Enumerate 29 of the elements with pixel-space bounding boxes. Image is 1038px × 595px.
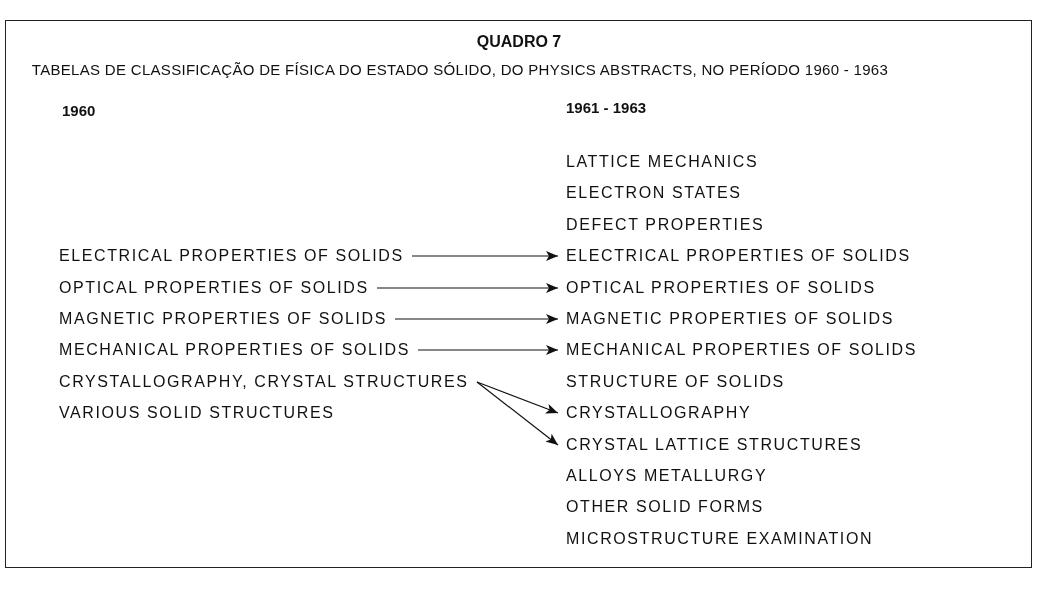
- list-item: STRUCTURE OF SOLIDS: [566, 371, 785, 392]
- subtitle: TABELAS DE CLASSIFICAÇÃO DE FÍSICA DO ESTADO SÓLIDO, DO PHYSICS ABSTRACTS, NO PERÍODO 1960 - 1963: [30, 60, 890, 80]
- list-item: VARIOUS SOLID STRUCTURES: [59, 403, 335, 424]
- arrow: [417, 345, 559, 355]
- list-item: OTHER SOLID FORMS: [566, 497, 764, 518]
- list-item: ALLOYS METALLURGY: [566, 466, 768, 486]
- list-item: OPTICAL PROPERTIES OF SOLIDS: [566, 277, 876, 298]
- list-item: MECHANICAL PROPERTIES OF SOLIDS: [566, 340, 917, 361]
- arrow: [394, 314, 559, 324]
- list-item: CRYSTALLOGRAPHY, CRYSTAL STRUCTURES: [59, 371, 469, 392]
- arrow: [376, 283, 559, 293]
- list-item: MAGNETIC PROPERTIES OF SOLIDS: [59, 309, 387, 329]
- list-item: CRYSTALLOGRAPHY: [566, 403, 752, 424]
- arrow: [411, 251, 559, 261]
- list-item: OPTICAL PROPERTIES OF SOLIDS: [59, 277, 369, 298]
- list-item: LATTICE MECHANICS: [566, 152, 759, 172]
- list-item: MECHANICAL PROPERTIES OF SOLIDS: [59, 340, 410, 361]
- list-item: MICROSTRUCTURE EXAMINATION: [566, 528, 874, 549]
- column-heading: 1961 - 1963: [566, 98, 647, 118]
- list-item: ELECTRICAL PROPERTIES OF SOLIDS: [566, 246, 911, 267]
- list-item: MAGNETIC PROPERTIES OF SOLIDS: [566, 309, 894, 329]
- list-item: ELECTRICAL PROPERTIES OF SOLIDS: [59, 246, 404, 267]
- list-item: DEFECT PROPERTIES: [566, 214, 765, 235]
- title: QUADRO 7: [476, 32, 562, 52]
- arrow: [476, 381, 559, 446]
- arrow: [476, 381, 559, 414]
- list-item: CRYSTAL LATTICE STRUCTURES: [566, 434, 863, 455]
- list-item: ELECTRON STATES: [566, 183, 742, 204]
- column-heading: 1960: [62, 101, 96, 121]
